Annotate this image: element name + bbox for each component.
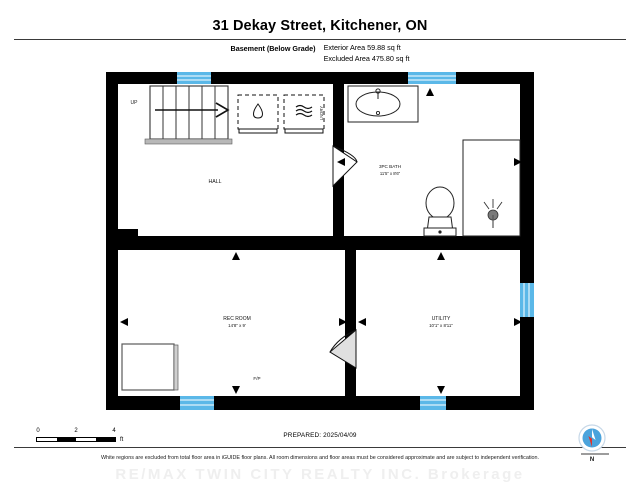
window-top-right bbox=[408, 72, 456, 84]
dryer-wave-icon bbox=[295, 104, 313, 118]
excluded-area: Excluded Area 475.80 sq ft bbox=[323, 54, 410, 63]
laundry-label: LNDRY bbox=[319, 106, 324, 120]
rec-room-features bbox=[121, 343, 179, 391]
area-values: Exterior Area 59.88 sq ft Excluded Area … bbox=[324, 43, 410, 63]
dim-arrow-util-bottom bbox=[437, 386, 445, 394]
toilet-icon bbox=[423, 186, 457, 237]
dim-arrow-rec-right bbox=[339, 318, 347, 326]
room-label-bath-dims: 11'5" x 8'6" bbox=[380, 171, 401, 176]
wall-interior-vertical-lower bbox=[345, 250, 356, 396]
scale-bar: 0 2 4 ft bbox=[36, 428, 128, 443]
compass-rose: N bbox=[578, 424, 609, 463]
scale-tick-2: 2 bbox=[74, 428, 78, 434]
room-label-bath-name: 3PC BATH bbox=[379, 164, 401, 169]
dim-arrow-rec-bottom bbox=[232, 386, 240, 394]
room-label-hall: HALL bbox=[209, 179, 222, 185]
window-right-utility bbox=[520, 283, 534, 317]
dim-arrow-bath-top bbox=[426, 88, 434, 96]
dim-arrow-bath-right bbox=[514, 158, 522, 166]
laundry-appliances: LNDRY bbox=[237, 94, 325, 134]
door-rec-to-utility bbox=[329, 328, 357, 369]
brokerage-watermark: RE/MAX TWIN CITY REALTY INC. Brokerage bbox=[115, 466, 525, 483]
header-divider bbox=[14, 39, 626, 40]
window-bottom-right bbox=[420, 396, 446, 410]
window-bottom-left bbox=[180, 396, 214, 410]
dim-arrow-rec-top bbox=[232, 252, 240, 260]
page-title: 31 Dekay Street, Kitchener, ON bbox=[212, 18, 428, 34]
dim-arrow-rec-left bbox=[120, 318, 128, 326]
bathroom-fixtures bbox=[347, 85, 521, 237]
compass-inner-disc bbox=[582, 428, 602, 448]
room-label-utility-dims: 10'1" x 8'11" bbox=[429, 323, 453, 328]
dim-arrow-bath-left bbox=[337, 158, 345, 166]
dim-arrow-hall-bottom bbox=[234, 240, 242, 248]
room-label-utility-name: UTILITY bbox=[432, 316, 451, 322]
dim-arrow-util-left bbox=[358, 318, 366, 326]
scale-tick-4: 4 bbox=[112, 428, 116, 434]
level-summary: Basement (Below Grade) Exterior Area 59.… bbox=[0, 43, 640, 63]
footer-divider bbox=[14, 447, 626, 448]
staircase: UP bbox=[131, 85, 233, 145]
shower-head-icon bbox=[483, 199, 503, 228]
fireplace-label: F/P bbox=[253, 376, 260, 381]
disclaimer-text: White regions are excluded from total fl… bbox=[100, 455, 540, 461]
compass-north-label: N bbox=[590, 457, 594, 463]
window-group bbox=[177, 72, 534, 410]
sink-basin bbox=[355, 91, 401, 117]
wall-interior-horizontal bbox=[118, 236, 534, 250]
water-drop-icon bbox=[253, 103, 263, 119]
scale-bar-graphic bbox=[36, 437, 116, 442]
wall-exterior-bottom bbox=[106, 396, 534, 410]
room-label-group: HALL 3PC BATH 11'5" x 8'6" REC ROOM 14'8… bbox=[209, 164, 454, 381]
scale-tick-0: 0 bbox=[36, 428, 40, 434]
scale-unit-label: ft bbox=[120, 437, 124, 443]
dimension-arrow-group bbox=[120, 88, 522, 394]
fireplace-hearth bbox=[121, 343, 175, 391]
scale-ticks: 0 2 4 bbox=[36, 428, 128, 437]
prepared-date: PREPARED: 2025/04/09 bbox=[283, 432, 357, 439]
wall-exterior-top bbox=[106, 72, 534, 84]
dim-arrow-util-top bbox=[437, 252, 445, 260]
exterior-area: Exterior Area 59.88 sq ft bbox=[323, 43, 401, 52]
dim-arrow-util-right bbox=[514, 318, 522, 326]
room-label-rec-dims: 14'8" x 9' bbox=[228, 323, 246, 328]
level-label: Basement (Below Grade) bbox=[230, 44, 316, 53]
stairs-up-label: UP bbox=[131, 100, 139, 106]
window-top-left bbox=[177, 72, 211, 84]
room-label-rec-name: REC ROOM bbox=[223, 316, 251, 322]
